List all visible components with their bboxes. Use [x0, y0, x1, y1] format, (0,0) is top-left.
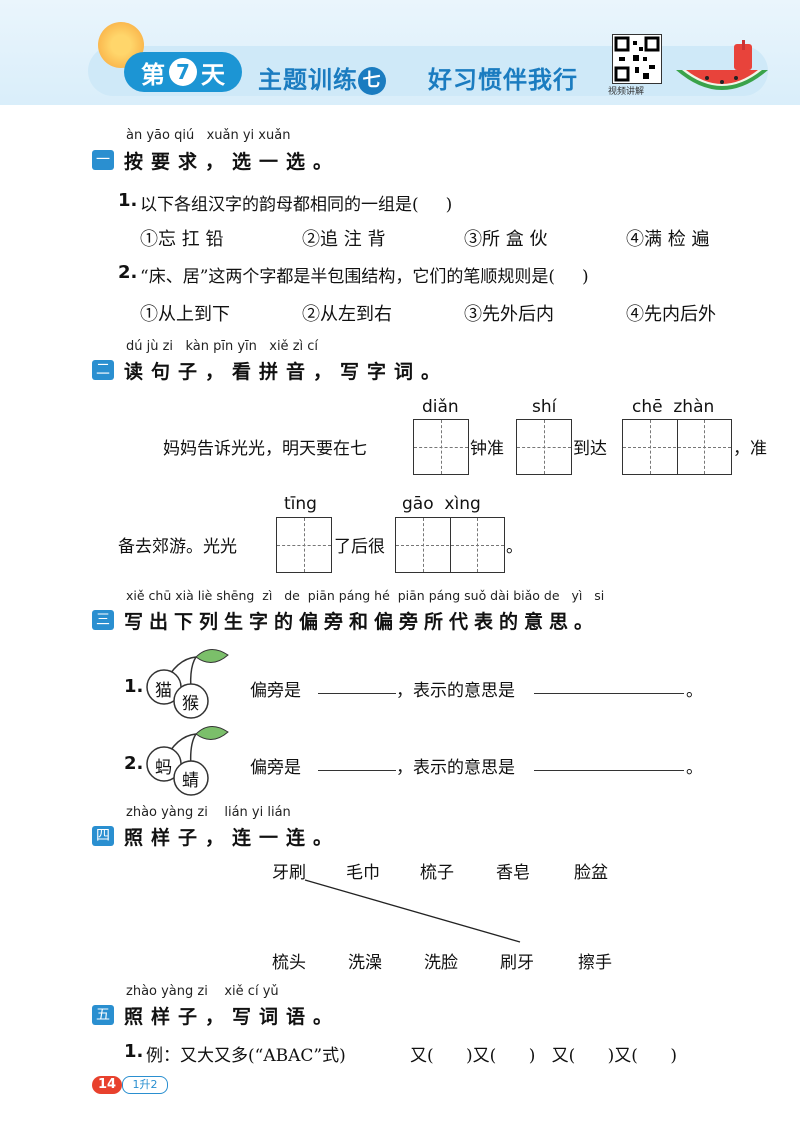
- section-3-badge: 三: [92, 610, 114, 630]
- pinyin-prompt: gāo xìng: [402, 494, 481, 514]
- qr-code-icon[interactable]: [612, 34, 662, 84]
- option[interactable]: ③所 盒 伙: [464, 229, 548, 250]
- sentence-part: 妈妈告诉光光，明天要在七: [163, 439, 367, 459]
- character: 猫: [155, 681, 172, 701]
- section-4-pinyin: zhào yàng zi lián yi lián: [126, 805, 291, 820]
- sentence-part: 到达: [573, 439, 607, 459]
- writing-grid[interactable]: [622, 419, 732, 475]
- theme-label: 主题训练: [258, 66, 358, 94]
- option[interactable]: ①从上到下: [140, 304, 230, 325]
- day-label-post: 天: [201, 60, 225, 89]
- theme-title: 主题训练七: [258, 60, 386, 95]
- question-number: 2.: [118, 262, 138, 283]
- match-word-top[interactable]: 毛巾: [346, 863, 380, 883]
- character: 猴: [182, 694, 199, 714]
- watermelon-icon: [672, 40, 772, 98]
- sentence-part: 备去郊游。光光: [118, 537, 237, 557]
- question-text: 以下各组汉字的韵母都相同的一组是( ): [140, 195, 453, 215]
- section-5-badge: 五: [92, 1005, 114, 1025]
- answer-blank[interactable]: [534, 693, 684, 694]
- match-word-top[interactable]: 牙刷: [272, 863, 306, 883]
- page-number: 14: [92, 1076, 122, 1094]
- match-word-bottom[interactable]: 擦手: [578, 953, 612, 973]
- match-word-bottom[interactable]: 洗澡: [348, 953, 382, 973]
- section-4-badge: 四: [92, 826, 114, 846]
- writing-grid[interactable]: [276, 517, 332, 573]
- section-5-pinyin: zhào yàng zi xiě cí yǔ: [126, 984, 279, 999]
- theme-subtitle: 好习惯伴我行: [428, 66, 578, 94]
- option[interactable]: ②追 注 背: [302, 229, 386, 250]
- match-word-bottom[interactable]: 刷牙: [500, 953, 534, 973]
- question-number: 1.: [124, 1041, 144, 1062]
- section-2-title: 读句子，看拼音，写字词。: [124, 361, 449, 383]
- option[interactable]: ④满 检 遍: [626, 229, 710, 250]
- question-text: 例：又大又多(“ABAC”式): [146, 1046, 346, 1066]
- section-1-badge: 一: [92, 150, 114, 170]
- cherry-icon: [146, 649, 229, 719]
- option[interactable]: ①忘 扛 铅: [140, 229, 224, 250]
- item-number: 1.: [124, 676, 144, 697]
- option[interactable]: ③先外后内: [464, 304, 554, 325]
- day-badge: 第 7 天: [124, 52, 242, 92]
- match-word-top[interactable]: 梳子: [420, 863, 454, 883]
- day-number: 7: [169, 58, 197, 86]
- theme-number: 七: [358, 67, 386, 95]
- question-text: “床、居”这两个字都是半包围结构，它们的笔顺规则是( ): [140, 267, 589, 287]
- answer-blank[interactable]: [534, 770, 684, 771]
- section-5-title: 照样子，写词语。: [124, 1006, 341, 1028]
- pinyin-prompt: chē zhàn: [632, 397, 715, 417]
- cherry-icon: [146, 726, 229, 796]
- item-text: 偏旁是: [250, 681, 301, 701]
- item-text: 。: [686, 681, 703, 701]
- section-3-title: 写出下列生字的偏旁和偏旁所代表的意思。: [124, 611, 600, 633]
- section-2-badge: 二: [92, 360, 114, 380]
- option[interactable]: ②从左到右: [302, 304, 392, 325]
- writing-grid[interactable]: [413, 419, 469, 475]
- item-text: ，表示的意思是: [396, 681, 515, 701]
- sentence-part: ，准: [733, 439, 767, 459]
- pinyin-prompt: diǎn: [422, 397, 459, 417]
- item-number: 2.: [124, 753, 144, 774]
- writing-grid[interactable]: [395, 517, 505, 573]
- item-text: ，表示的意思是: [396, 758, 515, 778]
- section-3-pinyin: xiě chū xià liè shēng zì de piān páng hé…: [126, 588, 605, 603]
- grade-label: 1升2: [122, 1076, 168, 1094]
- section-4-title: 照样子，连一连。: [124, 827, 341, 849]
- item-text: 偏旁是: [250, 758, 301, 778]
- match-word-top[interactable]: 香皂: [496, 863, 530, 883]
- answer-blank[interactable]: [318, 770, 396, 771]
- question-number: 1.: [118, 190, 138, 211]
- answer-blanks[interactable]: 又( )又( ) 又( )又( ): [410, 1046, 677, 1066]
- sentence-part: 钟准: [470, 439, 504, 459]
- match-word-bottom[interactable]: 梳头: [272, 953, 306, 973]
- section-1-title: 按要求，选一选。: [124, 151, 341, 173]
- match-word-top[interactable]: 脸盆: [574, 863, 608, 883]
- qr-label: 视频讲解: [608, 87, 645, 97]
- writing-grid[interactable]: [516, 419, 572, 475]
- section-2-pinyin: dú jù zi kàn pīn yīn xiě zì cí: [126, 339, 319, 354]
- option[interactable]: ④先内后外: [626, 304, 716, 325]
- pinyin-prompt: tīng: [284, 494, 317, 514]
- pinyin-prompt: shí: [532, 397, 557, 417]
- character: 蚂: [155, 758, 172, 778]
- section-1-pinyin: àn yāo qiú xuǎn yi xuǎn: [126, 128, 291, 143]
- day-label-pre: 第: [141, 60, 165, 89]
- sentence-part: 。: [506, 537, 523, 557]
- match-word-bottom[interactable]: 洗脸: [424, 953, 458, 973]
- item-text: 。: [686, 758, 703, 778]
- sentence-part: 了后很: [334, 537, 385, 557]
- character: 蜻: [182, 771, 199, 791]
- answer-blank[interactable]: [318, 693, 396, 694]
